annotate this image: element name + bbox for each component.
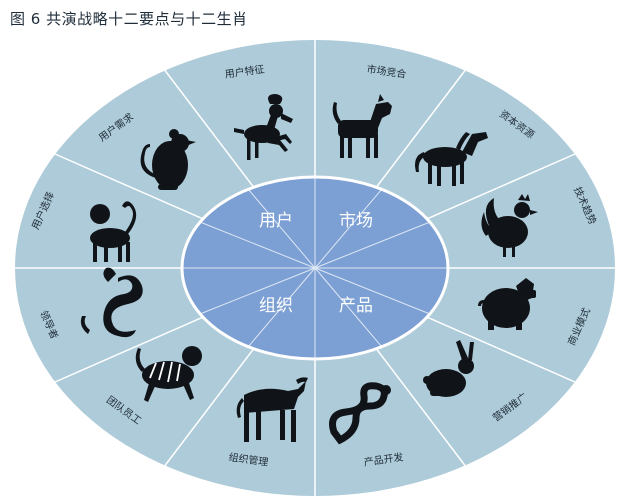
quadrant-label-market: 市场 <box>339 211 373 231</box>
dog-icon <box>332 94 392 158</box>
quadrant-label-user: 用户 <box>259 211 293 231</box>
horse-icon <box>415 132 488 186</box>
snake-icon <box>329 382 391 445</box>
pig-icon <box>478 278 536 330</box>
inner-spokes <box>182 177 448 359</box>
monkey-icon <box>90 201 137 262</box>
rooster-icon <box>481 194 538 257</box>
quadrant-label-organization: 组织 <box>259 296 293 316</box>
quadrant-label-product: 产品 <box>339 296 373 316</box>
figure-title: 图 6 共演战略十二要点与十二生肖 <box>10 10 248 28</box>
dragon-icon <box>80 267 143 338</box>
ox-icon <box>236 377 308 442</box>
tiger-icon <box>135 346 202 402</box>
rat-icon <box>140 129 196 190</box>
goat-icon <box>234 94 293 160</box>
rabbit-icon <box>423 340 474 397</box>
